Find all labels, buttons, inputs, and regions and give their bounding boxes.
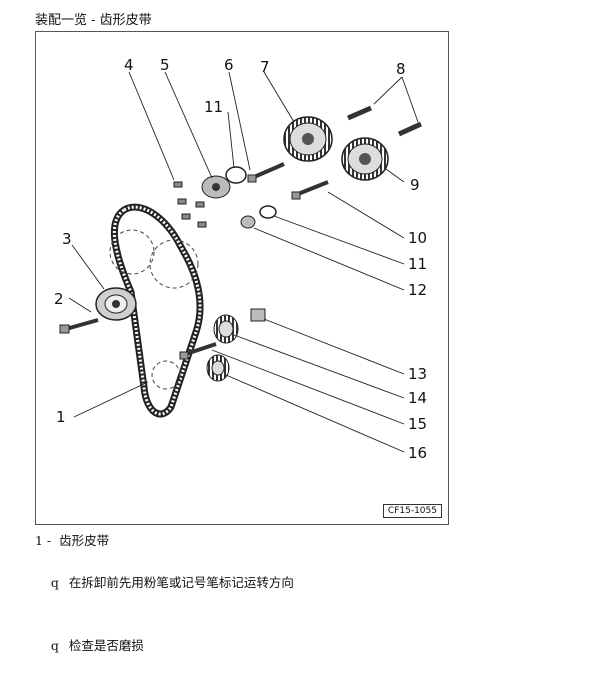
note-text: 在拆卸前先用粉笔或记号笔标记运转方向 xyxy=(68,575,294,590)
callout-10: 10 xyxy=(408,229,427,247)
page-title: 装配一览 - 齿形皮带 xyxy=(35,13,152,28)
callout-3: 3 xyxy=(62,230,72,248)
camshaft-bolt xyxy=(247,162,285,183)
camshaft-sprocket-lower xyxy=(341,137,389,181)
crankshaft-sprocket xyxy=(206,354,230,382)
o-ring-lower xyxy=(259,205,277,219)
callout-11-upper: 11 xyxy=(204,98,223,116)
callout-6: 6 xyxy=(224,56,234,74)
bullet-marker: q xyxy=(50,575,59,590)
legend-note: q 检查是否磨损 xyxy=(35,614,294,677)
parts-legend: 1 - 齿形皮带 q 在拆卸前先用粉笔或记号笔标记运转方向 q 检查是否磨损 xyxy=(35,530,294,677)
callout-9: 9 xyxy=(410,176,420,194)
callout-8: 8 xyxy=(396,60,406,78)
camshaft-sprocket-upper xyxy=(283,116,333,162)
callout-1: 1 xyxy=(56,408,66,426)
washer xyxy=(240,215,256,229)
idler-pulley xyxy=(201,175,231,199)
pulley-bolt xyxy=(179,342,217,360)
callout-13: 13 xyxy=(408,365,427,383)
callout-14: 14 xyxy=(408,389,427,407)
legend-item: 1 - 齿形皮带 xyxy=(35,533,110,548)
timing-belt xyxy=(109,203,204,418)
tensioner-pulley xyxy=(95,287,137,321)
callout-15: 15 xyxy=(408,415,427,433)
small-bolts xyxy=(173,181,207,228)
deflection-pulley xyxy=(213,314,239,344)
alignment-pins xyxy=(347,105,423,137)
callout-12: 12 xyxy=(408,281,427,299)
callout-4: 4 xyxy=(124,56,134,74)
callout-7: 7 xyxy=(260,58,270,76)
leader-lines xyxy=(68,71,419,453)
tensioner-bolt xyxy=(59,318,99,334)
legend-note: q 在拆卸前先用粉笔或记号笔标记运转方向 xyxy=(35,551,294,614)
note-text: 检查是否磨损 xyxy=(68,638,144,653)
figure-code: CF15-1055 xyxy=(382,504,442,518)
o-ring-upper xyxy=(225,166,247,184)
timing-belt-diagram: 1 2 3 4 5 6 7 8 9 10 11 11 12 13 14 15 1… xyxy=(54,56,427,462)
spacer-sleeve xyxy=(250,308,266,322)
callout-16: 16 xyxy=(408,444,427,462)
callout-5: 5 xyxy=(160,56,170,74)
callout-11-lower: 11 xyxy=(408,255,427,273)
bullet-marker: q xyxy=(50,638,59,653)
callout-2: 2 xyxy=(54,290,64,308)
sprocket-bolt xyxy=(291,180,329,200)
exploded-view-figure: 1 2 3 4 5 6 7 8 9 10 11 11 12 13 14 15 1… xyxy=(35,31,449,525)
